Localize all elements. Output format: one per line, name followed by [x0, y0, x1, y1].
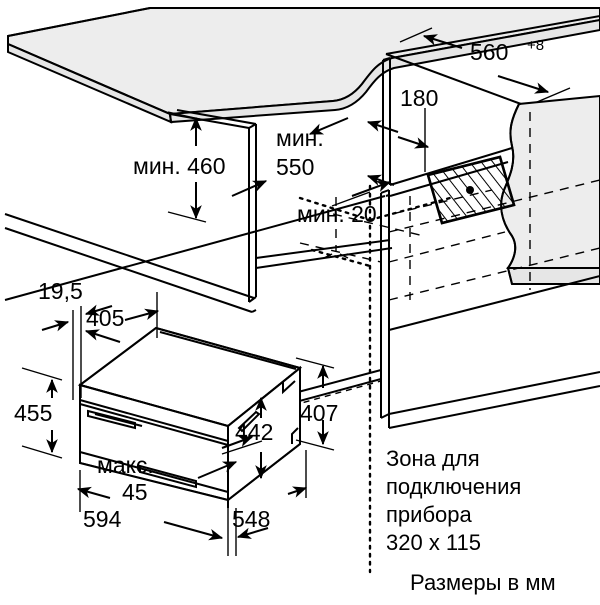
ventilation-hatched-zone — [426, 155, 516, 225]
dimension-max-45: макс. 45 — [97, 435, 263, 505]
dim-label-560: 560 — [470, 39, 508, 65]
connection-zone-line3: прибора — [386, 502, 473, 527]
dimension-594: 594 — [76, 470, 229, 556]
connection-zone-dotted-line — [298, 184, 452, 574]
dim-label-max-45-line2: 45 — [122, 479, 148, 505]
dimension-19-5: 19,5 — [38, 278, 113, 400]
dim-label-594: 594 — [83, 506, 122, 532]
dimension-548: 548 — [232, 450, 308, 556]
connection-zone-line2: подключения — [386, 474, 521, 499]
dimension-407: 407 — [295, 357, 338, 451]
cabinet-carcass — [4, 15, 600, 431]
dimension-min-20: мин. 20 — [297, 180, 392, 227]
appliance-body — [77, 326, 303, 508]
units-label: Размеры в мм — [410, 570, 556, 595]
dim-label-180: 180 — [400, 85, 438, 111]
dim-label-405: 405 — [86, 305, 124, 331]
dimension-min-550: мин. 550 — [231, 117, 349, 197]
dim-label-min-550-line2: 550 — [276, 154, 314, 180]
connection-zone-line1: Зона для — [386, 446, 480, 471]
dimension-180: 180 — [366, 85, 438, 186]
dim-label-560-tolerance: +8 — [527, 37, 544, 54]
dim-label-407: 407 — [300, 400, 338, 426]
dimension-min-460: мин. 460 — [133, 111, 226, 223]
vent-center-dot — [466, 186, 474, 194]
dimension-455: 455 — [14, 367, 63, 459]
units-note: Размеры в мм — [410, 570, 556, 595]
dimension-560: 560 +8 — [399, 27, 571, 103]
dim-label-min-550-line1: мин. — [276, 125, 324, 151]
connection-zone-note: Зона для подключения прибора 320 х 115 — [386, 446, 521, 555]
countertop-slab — [7, 7, 600, 124]
dim-label-548: 548 — [232, 506, 270, 532]
dim-label-455: 455 — [14, 400, 52, 426]
dim-label-19-5: 19,5 — [38, 278, 83, 304]
dim-label-min-20: мин. 20 — [297, 201, 377, 227]
dimension-405: 405 — [84, 292, 160, 343]
dim-label-min-460: мин. 460 — [133, 153, 226, 179]
connection-zone-line4: 320 х 115 — [386, 530, 481, 555]
dim-label-max-45-line1: макс. — [97, 452, 154, 478]
